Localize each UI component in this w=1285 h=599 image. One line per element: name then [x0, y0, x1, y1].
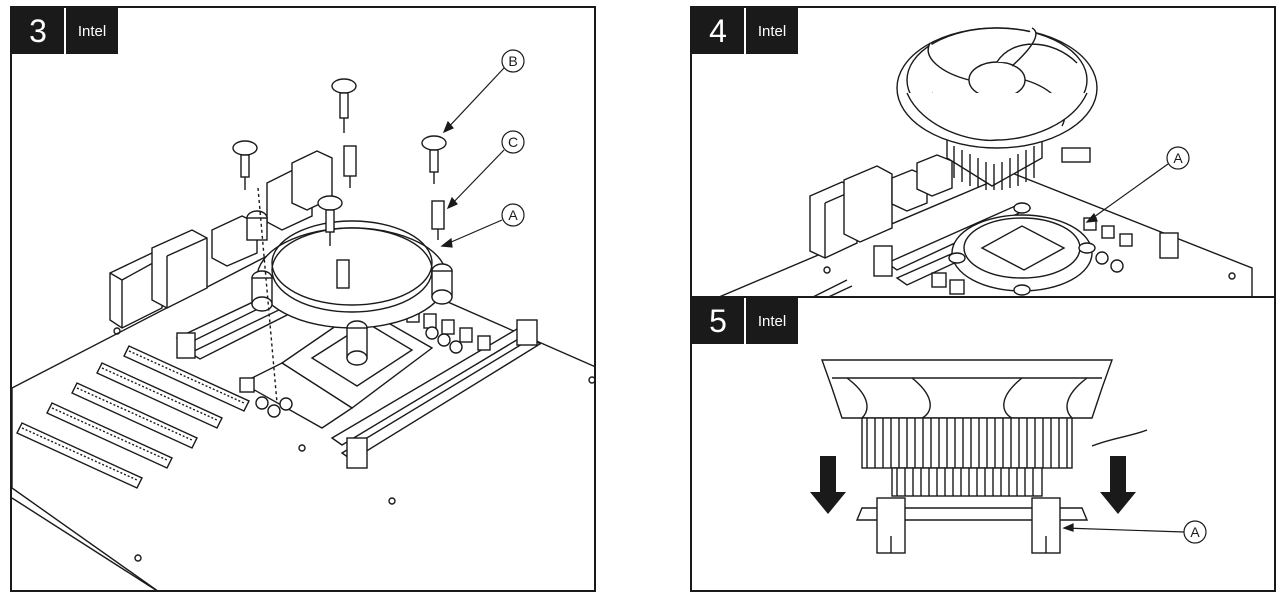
retention-ring — [246, 210, 453, 366]
cpu-cooler-side — [821, 359, 1148, 497]
step-number: 4 — [692, 8, 744, 54]
step-number: 3 — [12, 8, 64, 54]
step-3-panel: B C A 3 Intel — [10, 6, 596, 592]
brand-label: Intel — [746, 8, 798, 54]
vrm-components — [931, 217, 1133, 295]
callout-a — [1062, 520, 1207, 544]
dimm-slots — [175, 292, 542, 469]
brand-label: Intel — [746, 298, 798, 344]
callout-a-label: A — [508, 207, 518, 223]
brand-label: Intel — [66, 8, 118, 54]
step-5-illustration: A — [810, 359, 1207, 554]
cpu-cooler — [896, 27, 1098, 190]
callout-a-label: A — [1190, 524, 1200, 540]
callout-b-label: B — [508, 53, 517, 69]
down-arrow-left — [810, 456, 846, 514]
step-3-tag: 3 Intel — [12, 8, 118, 54]
io-blocks — [809, 154, 953, 259]
callout-a — [440, 203, 525, 248]
step-4-tag: 4 Intel — [692, 8, 798, 54]
callout-c — [446, 130, 525, 210]
step-5-panel: A 5 Intel — [690, 296, 1276, 592]
step-4-panel: A 4 Intel — [690, 6, 1276, 298]
retention-ring — [948, 202, 1096, 296]
retention-ring-side — [855, 497, 1089, 554]
callout-a-label: A — [1173, 150, 1183, 166]
pcie-slots — [16, 345, 250, 489]
step-4-illustration: A — [719, 27, 1253, 296]
step-number: 5 — [692, 298, 744, 344]
push-pins — [232, 78, 447, 404]
step-5-tag: 5 Intel — [692, 298, 798, 344]
callout-a — [1085, 146, 1190, 223]
callout-c-label: C — [508, 134, 518, 150]
step-3-illustration: B C A — [12, 49, 594, 590]
io-blocks — [109, 150, 333, 329]
down-arrow-right — [1100, 456, 1136, 514]
callout-b — [442, 49, 525, 134]
